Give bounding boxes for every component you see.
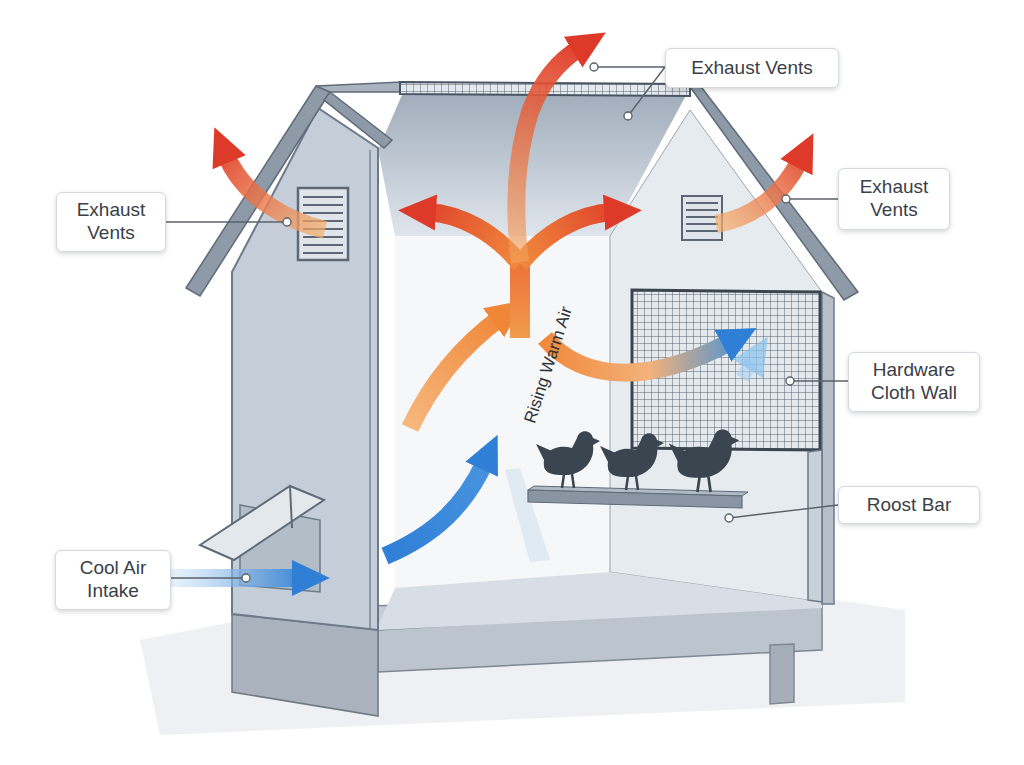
corner-trim xyxy=(369,150,371,628)
cloth-arrow xyxy=(545,338,730,373)
leader-dot xyxy=(283,218,291,226)
airflow-arrows xyxy=(160,48,800,578)
wall-panel xyxy=(808,450,822,602)
wall-edge xyxy=(822,292,834,604)
leader-dot xyxy=(590,63,598,71)
branch-right xyxy=(520,212,612,264)
leader-dot xyxy=(624,112,632,120)
rising-arrow xyxy=(410,318,500,428)
exhaust-right-arrow xyxy=(716,160,800,224)
foundation-front xyxy=(232,614,378,716)
callout-label: Exhaust Vents xyxy=(665,48,839,88)
leader-line xyxy=(594,67,665,116)
coop-floor xyxy=(378,572,822,630)
foundation-leg xyxy=(770,644,794,704)
leader-dot xyxy=(242,574,250,582)
callout-label: Hardware Cloth Wall xyxy=(848,352,980,412)
leader-line xyxy=(790,380,848,381)
roost-bar xyxy=(528,490,742,508)
intake-arrow xyxy=(160,569,300,587)
leader-dot xyxy=(782,195,790,203)
leader-lines xyxy=(166,63,848,582)
rising-stem xyxy=(510,262,530,338)
outflow-arrow xyxy=(742,362,752,378)
callout-label: Exhaust Vents xyxy=(838,168,950,230)
leader-dot xyxy=(786,377,794,385)
leader-line xyxy=(166,221,287,222)
roof-edge-inner xyxy=(324,92,392,148)
callout-label: Exhaust Vents xyxy=(56,192,166,252)
exhaust-left-arrow xyxy=(226,155,325,230)
leader-line xyxy=(786,198,838,199)
ridge-arrow xyxy=(516,48,580,262)
light-beam xyxy=(505,468,550,562)
callout-label: Cool Air Intake xyxy=(55,550,171,610)
leader-dot xyxy=(725,514,733,522)
roof-edge-top xyxy=(316,82,408,92)
leader-line xyxy=(171,577,246,578)
intake-flap xyxy=(200,486,324,560)
hen-silhouettes xyxy=(536,430,739,492)
branch-left xyxy=(428,212,520,264)
callout-label: Roost Bar xyxy=(838,486,980,524)
flap-edge xyxy=(290,486,292,528)
floor-arrow xyxy=(385,462,485,556)
roof-edge-right xyxy=(688,84,858,300)
leader-line xyxy=(729,505,838,518)
